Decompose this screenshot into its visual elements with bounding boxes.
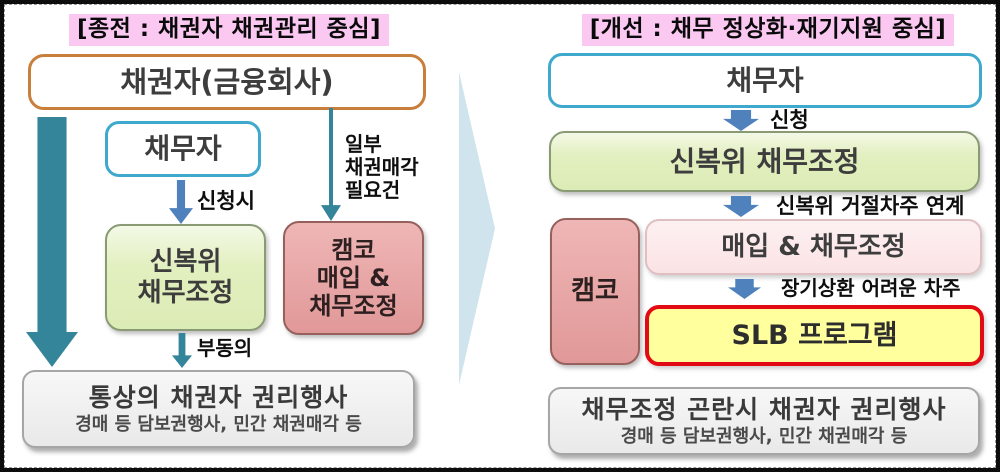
slb-program-box: SLB 프로그램 — [645, 305, 984, 366]
down-arrow-icon — [172, 333, 192, 368]
left-panel-title: [종전 : 채권자 채권관리 중심] — [68, 14, 389, 46]
ccrs-box-left-label: 신복위 채무조정 — [137, 246, 234, 308]
rights-box-right-sub: 경매 등 담보권행사, 민간 채권매각 등 — [620, 426, 908, 448]
rights-box-left-sub: 경매 등 담보권행사, 민간 채권매각 등 — [75, 414, 362, 436]
kamco-box-left: 캠코 매입 & 채무조정 — [283, 221, 424, 335]
kamco-box-left-label: 캠코 매입 & 채무조정 — [309, 235, 398, 321]
big-down-arrow-icon — [26, 117, 78, 367]
debtor-box-right: 채무자 — [548, 53, 982, 108]
reject-link-label: 신복위 거절차주 연계 — [776, 194, 965, 218]
down-arrow-icon — [723, 196, 759, 217]
ccrs-box-right-label: 신복위 채무조정 — [669, 144, 860, 178]
right-panel: [개선 : 채무 정상화·재기지원 중심] 채무자 신청 신복위 채무조정 신복… — [544, 4, 996, 468]
rights-box-left-title: 통상의 채권자 권리행사 — [88, 382, 349, 412]
slb-program-box-label: SLB 프로그램 — [731, 319, 898, 351]
panel-transition-arrow-icon — [459, 72, 495, 385]
kamco-box-right: 캠코 — [550, 218, 640, 365]
left-panel: [종전 : 채권자 채권관리 중심] 채권자(금융회사) 채무자 신청시 일부 … — [4, 4, 454, 468]
down-arrow-icon — [321, 108, 341, 221]
ccrs-box-left: 신복위 채무조정 — [105, 224, 266, 331]
longterm-label: 장기상환 어려운 차주 — [781, 276, 961, 300]
debtor-box-left-label: 채무자 — [144, 132, 222, 166]
kamco-box-right-label: 캠코 — [571, 276, 619, 307]
ccrs-box-right: 신복위 채무조정 — [549, 131, 980, 192]
right-panel-title: [개선 : 채무 정상화·재기지원 중심] — [581, 14, 955, 46]
purchase-box-label: 매입 & 채무조정 — [721, 231, 906, 262]
apply-label: 신청 — [770, 108, 809, 132]
apply-when-label: 신청시 — [197, 189, 255, 213]
debtor-box-right-label: 채무자 — [726, 63, 804, 97]
down-arrow-icon — [723, 110, 759, 131]
rights-box-right: 채무조정 곤란시 채권자 권리행사 경매 등 담보권행사, 민간 채권매각 등 — [548, 387, 980, 455]
rights-box-left: 통상의 채권자 권리행사 경매 등 담보권행사, 민간 채권매각 등 — [22, 370, 415, 448]
rights-box-right-title: 채무조정 곤란시 채권자 권리행사 — [581, 394, 947, 424]
partial-sale-label: 일부 채권매각 필요건 — [345, 132, 419, 203]
purchase-box: 매입 & 채무조정 — [645, 219, 982, 275]
creditor-box-label: 채권자(금융회사) — [120, 64, 334, 99]
down-arrow-icon — [169, 180, 193, 224]
disagree-label: 부동의 — [197, 336, 253, 360]
debtor-box-left: 채무자 — [105, 121, 261, 177]
creditor-box: 채권자(금융회사) — [28, 54, 426, 110]
down-arrow-icon — [728, 279, 761, 299]
